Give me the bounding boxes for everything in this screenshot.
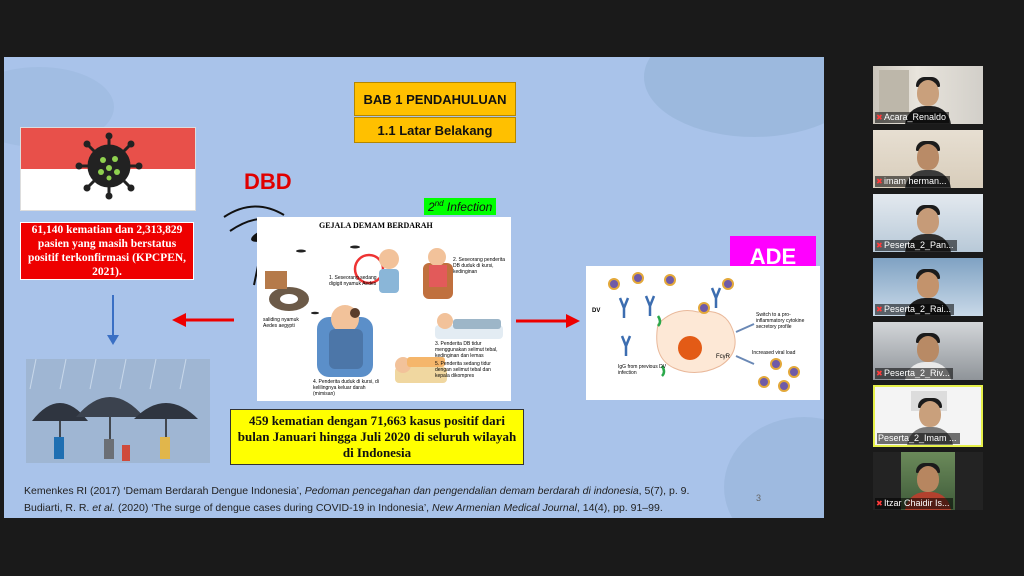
umbrellas-illustration xyxy=(26,358,210,463)
dbd-label: DBD xyxy=(244,169,292,194)
participant-tile[interactable]: ✖Acara_Renaldo xyxy=(873,66,983,124)
participant-name: ✖imam herman... xyxy=(875,176,950,187)
participant-name: ✖Peserta_2_Pan... xyxy=(875,240,957,251)
ade-label-viral: Increased viral load xyxy=(752,350,796,356)
participant-tile[interactable]: ✖Peserta_2_Rai... xyxy=(873,258,983,316)
symptom-3: 3. Penderita DB tidur menggunakan selimu… xyxy=(435,341,498,359)
participant-tile[interactable]: ✖Peserta_2_Riv... xyxy=(873,322,983,380)
ade-label-switch: Switch to a pro-inflammatory cytokine se… xyxy=(756,312,805,330)
participant-name: ✖Peserta_2_Riv... xyxy=(875,368,953,379)
title-section: 1.1 Latar Belakang xyxy=(354,117,516,143)
symptom-4: 4. Penderita duduk di kursi, di keliling… xyxy=(313,379,379,397)
shared-slide: BAB 1 PENDAHULUAN 1.1 Latar Belakang xyxy=(4,57,824,518)
title-bab: BAB 1 PENDAHULUAN xyxy=(354,82,516,116)
mic-muted-icon: ✖ xyxy=(876,368,883,378)
ade-label-igg: IgG from previous DV infection xyxy=(618,364,667,376)
symptom-5: 5. Penderita sedang tidur dengan selimut… xyxy=(435,361,491,379)
participant-name: Peserta_2_Imam ... xyxy=(877,433,960,444)
reference-1: Kemenkes RI (2017) ‘Demam Berdarah Dengu… xyxy=(24,485,690,497)
dengue-stat-box: 459 kematian dengan 71,663 kasus positif… xyxy=(230,409,524,465)
mic-muted-icon: ✖ xyxy=(876,498,883,508)
ade-label-fcyr: FcγR xyxy=(716,354,730,360)
reference-2: Budiarti, R. R. et al. (2020) ‘The surge… xyxy=(24,502,663,514)
ade-diagram: DV FcγR IgG from previous DV infection S… xyxy=(586,266,820,400)
arrow-right-icon xyxy=(516,314,580,328)
indonesia-flag xyxy=(20,127,196,211)
participant-name: ✖Itzar Chaidir Is... xyxy=(875,498,953,509)
participant-tile[interactable]: ✖Itzar Chaidir Is... xyxy=(873,452,983,510)
decor-blob xyxy=(644,57,824,137)
participant-name: ✖Peserta_2_Rai... xyxy=(875,304,955,315)
decor-blob xyxy=(724,417,824,518)
mic-muted-icon: ✖ xyxy=(876,240,883,250)
participant-name: ✖Acara_Renaldo xyxy=(875,112,950,123)
virus-icon xyxy=(75,132,143,200)
symptoms-illustration: GEJALA DEMAM BERDARAH xyxy=(257,217,511,401)
symptom-2: 2. Seseorang penderita DB duduk di kursi… xyxy=(453,257,505,275)
participant-tile[interactable]: ✖Peserta_2_Pan... xyxy=(873,194,983,252)
second-infection-label: 2nd Infection xyxy=(424,198,497,215)
mic-muted-icon: ✖ xyxy=(876,176,883,186)
indonesia-stat-box: 61,140 kematian dan 2,313,829 pasien yan… xyxy=(20,222,194,280)
participant-tile-active-speaker[interactable]: Peserta_2_Imam ... xyxy=(873,385,983,447)
mic-muted-icon: ✖ xyxy=(876,304,883,314)
mosquito-caption: saliding nyamuk Aedes aegypti xyxy=(263,317,299,329)
symptom-1: 1. Seseorang sedang digigit nyamuk Aedes xyxy=(329,275,377,287)
page-number: 3 xyxy=(756,493,762,503)
arrow-left-icon xyxy=(172,313,234,327)
mic-muted-icon: ✖ xyxy=(876,112,883,122)
participant-tile[interactable]: ✖imam herman... xyxy=(873,130,983,188)
symptoms-title: GEJALA DEMAM BERDARAH xyxy=(319,221,433,230)
arrow-down-icon xyxy=(107,295,119,345)
ade-label-dv: DV xyxy=(592,308,601,314)
